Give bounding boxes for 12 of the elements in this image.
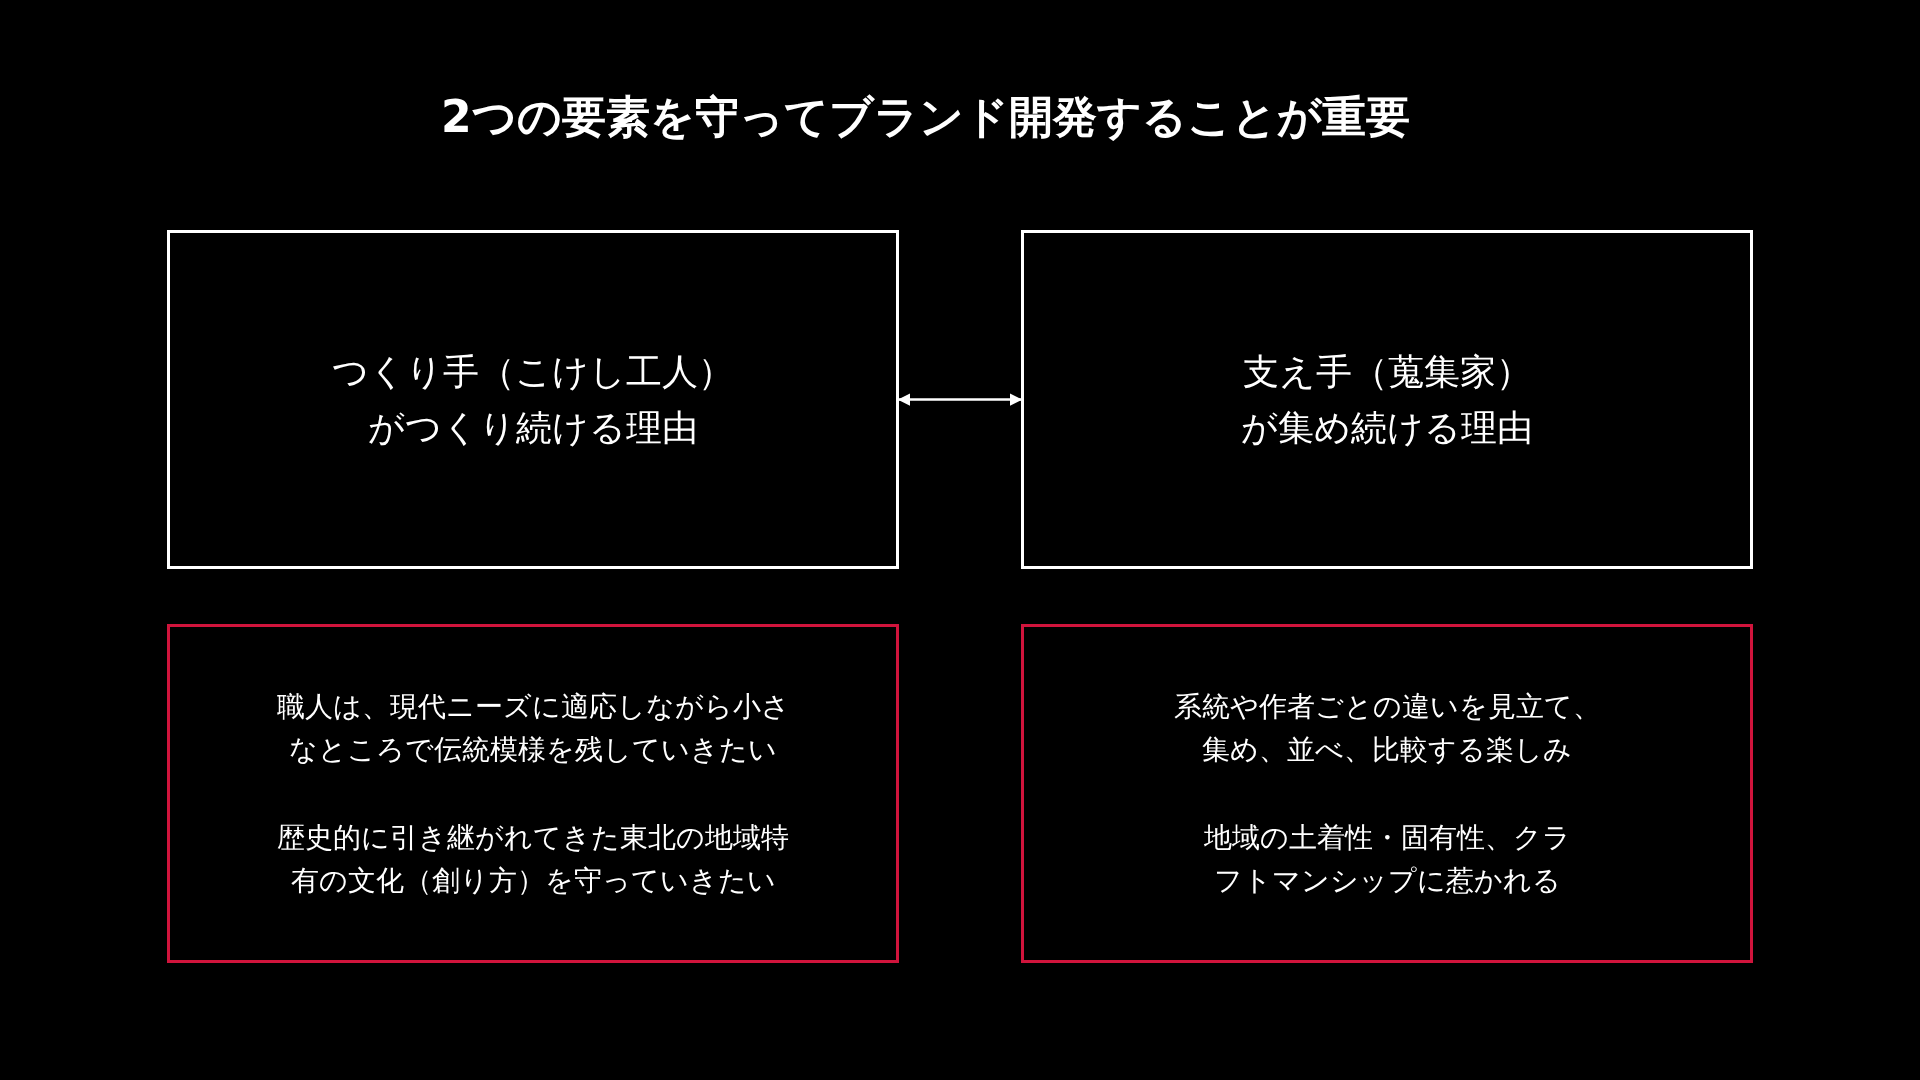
heading-text: 支え手（蒐集家）が集め続ける理由 (1240, 349, 1534, 450)
body-text: 系統や作者ごとの違いを見立て、集め、並べ、比較する楽しみ (1172, 688, 1602, 769)
reason-box (1021, 230, 1753, 569)
heading-text: つくり手（こけし工人）がつくり続ける理由 (331, 349, 735, 450)
slide-title: 2つの要素を守ってブランド開発することが重要 (441, 90, 1410, 144)
detail-box (1021, 624, 1753, 963)
double-arrow (897, 393, 1023, 406)
reason-box (167, 230, 899, 569)
body-text: 地域の土着性・固有性、クラフトマンシップに惹かれる (1202, 819, 1572, 899)
body-text: 歴史的に引き継がれてきた東北の地域特有の文化（創り方）を守っていきたい (276, 819, 790, 899)
body-text: 職人は、現代ニーズに適応しながら小さなところで伝統模様を残していきたい (275, 688, 791, 769)
detail-box (167, 624, 899, 963)
